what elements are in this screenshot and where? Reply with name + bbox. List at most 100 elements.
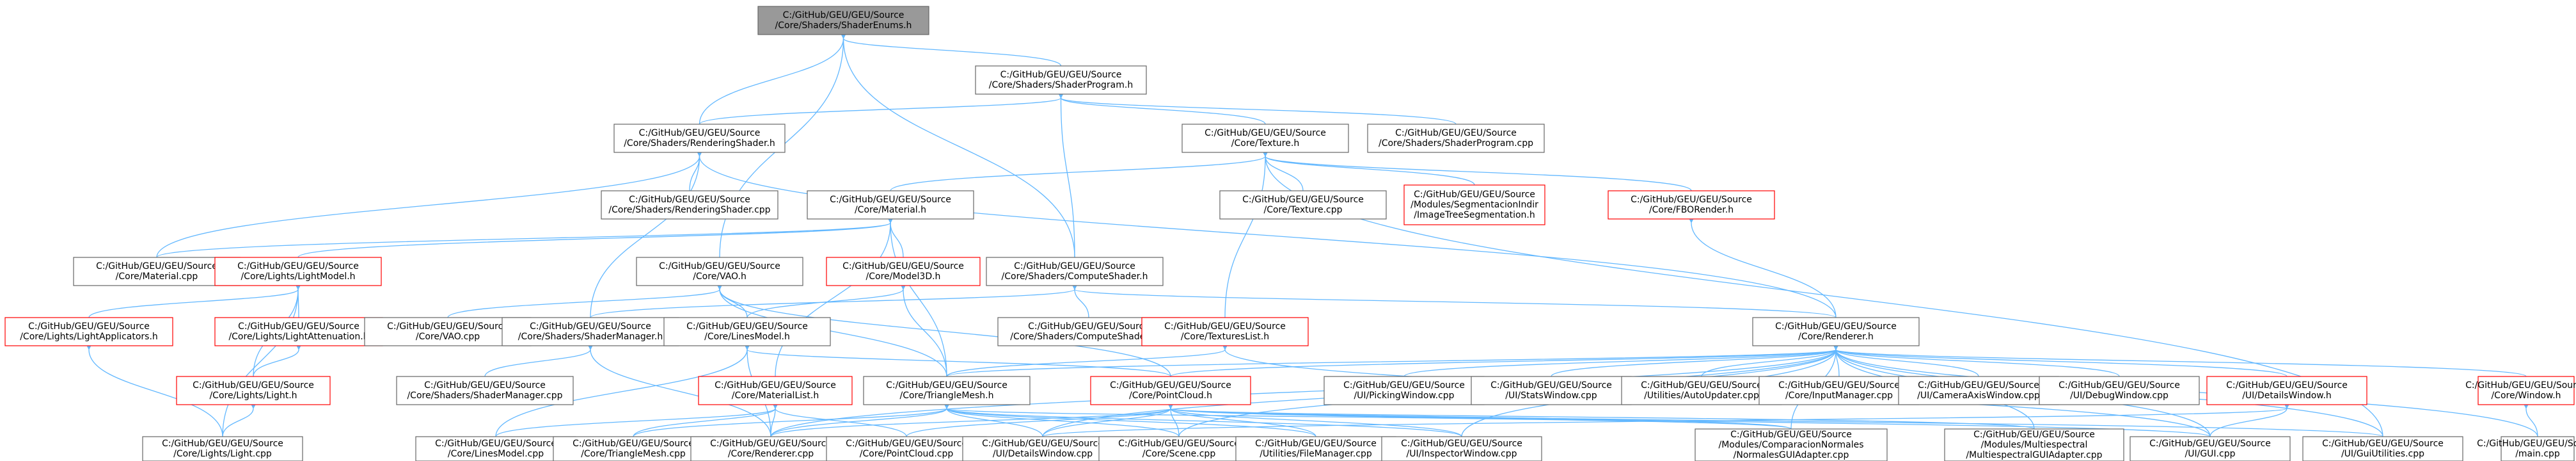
node-lightattenuation[interactable]: C:/GitHub/GEU/GEU/Source/Core/Lights/Lig… [214, 317, 383, 346]
edge-model3d_h-to-trianglemesh_h [900, 284, 947, 377]
node-textureslist_h[interactable]: C:/GitHub/GEU/GEU/Source/Core/TexturesLi… [1141, 317, 1309, 346]
node-label-line1: C:/GitHub/GEU/GEU/Source [1775, 321, 1897, 332]
edge-linesmodel_h-to-pointcloud_h [744, 344, 1171, 377]
node-label-line2: /Core/Lights/LightModel.h [241, 271, 355, 282]
node-detailswindow_h[interactable]: C:/GitHub/GEU/GEU/Source/UI/DetailsWindo… [2206, 376, 2367, 405]
node-vao_h[interactable]: C:/GitHub/GEU/GEU/Source/Core/VAO.h [636, 257, 803, 286]
node-guiutilities_cpp[interactable]: C:/GitHub/GEU/GEU/Source/UI/GuiUtilities… [2302, 436, 2463, 461]
node-label-line1: C:/GitHub/GEU/GEU/Source [846, 439, 967, 449]
node-box [2039, 376, 2200, 405]
node-box [2302, 436, 2463, 461]
node-multiespectral[interactable]: C:/GitHub/GEU/GEU/Source/Modules/Multies… [1944, 428, 2124, 461]
node-pickingwindow[interactable]: C:/GitHub/GEU/GEU/Source/UI/PickingWindo… [1324, 376, 1485, 405]
node-box [1608, 190, 1775, 220]
node-material_h[interactable]: C:/GitHub/GEU/GEU/Source/Core/Material.h [807, 190, 974, 220]
node-model3d_h[interactable]: C:/GitHub/GEU/GEU/Source/Core/Model3D.h [826, 257, 981, 286]
node-shadermanager_h[interactable]: C:/GitHub/GEU/GEU/Source/Core/Shaders/Sh… [502, 317, 679, 346]
edge-computeshader_h-to-computeshader_cpp [1071, 284, 1089, 318]
node-lightapplicators[interactable]: C:/GitHub/GEU/GEU/Source/Core/Lights/Lig… [4, 317, 173, 346]
edge-shaderenums-to-computeshader_h [840, 33, 1075, 258]
node-label-line2: /Core/Lights/LightApplicators.h [20, 332, 158, 342]
node-renderer_cpp[interactable]: C:/GitHub/GEU/GEU/Source/Core/Renderer.c… [690, 436, 851, 461]
edge-pointcloud_h-to-inspectorwindow_cpp [1167, 403, 1462, 437]
node-comparacion[interactable]: C:/GitHub/GEU/GEU/Source/Modules/Compara… [1695, 428, 1888, 461]
node-shaderenums[interactable]: C:/GitHub/GEU/GEU/Source/Core/Shaders/Sh… [757, 6, 929, 35]
node-shadermanager_cpp[interactable]: C:/GitHub/GEU/GEU/Source/Core/Shaders/Sh… [396, 376, 574, 405]
node-light_h[interactable]: C:/GitHub/GEU/GEU/Source/Core/Lights/Lig… [176, 376, 331, 405]
node-box [1471, 376, 1632, 405]
node-renderingshader_h[interactable]: C:/GitHub/GEU/GEU/Source/Core/Shaders/Re… [613, 124, 786, 153]
node-box [214, 257, 382, 286]
edge-detailswindow_h-to-gui_cpp [2209, 403, 2290, 437]
node-inspectorwindow_cpp[interactable]: C:/GitHub/GEU/GEU/Source/UI/InspectorWin… [1381, 436, 1542, 461]
node-renderingshader_cpp[interactable]: C:/GitHub/GEU/GEU/Source/Core/Shaders/Re… [601, 190, 778, 220]
edge-pointcloud_h-to-detailswindow_cpp [1042, 403, 1174, 437]
node-filemanager_cpp[interactable]: C:/GitHub/GEU/GEU/Source/Utilities/FileM… [1235, 436, 1396, 461]
node-shaderprogram_cpp[interactable]: C:/GitHub/GEU/GEU/Source/Core/Shaders/Sh… [1367, 124, 1545, 153]
edge-shaderprogram_h-to-texture_h [1057, 92, 1266, 125]
node-computeshader_h[interactable]: C:/GitHub/GEU/GEU/Source/Core/Shaders/Co… [986, 257, 1164, 286]
node-texture_h[interactable]: C:/GitHub/GEU/GEU/Source/Core/Texture.h [1181, 124, 1349, 153]
node-label-line1: C:/GitHub/GEU/GEU/Source [2058, 380, 2180, 391]
edge-renderer_h-to-cameraaxiswindow [1833, 344, 1979, 377]
node-label-line2: /Core/Shaders/ShaderManager.h [518, 332, 663, 342]
node-renderer_h[interactable]: C:/GitHub/GEU/GEU/Source/Core/Renderer.h [1752, 317, 1920, 346]
node-scene_cpp[interactable]: C:/GitHub/GEU/GEU/Source/Core/Scene.cpp [1098, 436, 1260, 461]
node-label-line1: C:/GitHub/GEU/GEU/Source [424, 380, 546, 391]
node-box [415, 436, 576, 461]
node-light_cpp[interactable]: C:/GitHub/GEU/GEU/Source/Core/Lights/Lig… [142, 436, 303, 461]
node-gui_cpp[interactable]: C:/GitHub/GEU/GEU/Source/UI/GUI.cpp [2130, 436, 2291, 461]
node-label-line1: C:/GitHub/GEU/GEU/Source [162, 439, 283, 449]
node-material_cpp[interactable]: C:/GitHub/GEU/GEU/Source/Core/Material.c… [73, 257, 241, 286]
node-label-line1: C:/GitHub/GEU/GEU/Source [1973, 430, 2095, 440]
node-trianglemesh_cpp[interactable]: C:/GitHub/GEU/GEU/Source/Core/TriangleMe… [553, 436, 714, 461]
node-label-line2: /Core/Material.cpp [116, 271, 198, 282]
node-label-line2: /Core/LinesModel.h [704, 332, 790, 342]
edge-linesmodel_h-to-linesmodel_cpp [495, 344, 750, 437]
node-box [757, 6, 929, 35]
node-label-line1: C:/GitHub/GEU/GEU/Source [659, 261, 780, 271]
node-pointcloud_cpp[interactable]: C:/GitHub/GEU/GEU/Source/Core/PointCloud… [826, 436, 987, 461]
edge-trianglemesh_h-to-inspectorwindow_cpp [944, 403, 1462, 437]
node-box [142, 436, 303, 461]
node-label-line1: C:/GitHub/GEU/GEU/Source [1631, 195, 1752, 205]
edge-pointcloud_h-to-renderer_cpp [770, 403, 1174, 437]
node-inputmanager[interactable]: C:/GitHub/GEU/GEU/Source/Core/InputManag… [1758, 376, 1920, 405]
node-main_cpp[interactable]: C:/GitHub/GEU/GEU/Source/main.cpp [2477, 436, 2576, 461]
node-label-line2: /Core/Renderer.cpp [728, 449, 814, 459]
node-shaderprogram_h[interactable]: C:/GitHub/GEU/GEU/Source/Core/Shaders/Sh… [975, 65, 1147, 95]
node-pointcloud_h[interactable]: C:/GitHub/GEU/GEU/Source/Core/PointCloud… [1090, 376, 1251, 405]
node-autoupdater[interactable]: C:/GitHub/GEU/GEU/Source/Utilities/AutoU… [1621, 376, 1782, 405]
node-linesmodel_h[interactable]: C:/GitHub/GEU/GEU/Source/Core/LinesModel… [663, 317, 831, 346]
node-cameraaxiswindow[interactable]: C:/GitHub/GEU/GEU/Source/UI/CameraAxisWi… [1898, 376, 2059, 405]
node-label-line1: C:/GitHub/GEU/GEU/Source [237, 261, 359, 271]
node-label-line1: C:/GitHub/GEU/GEU/Source [982, 439, 1103, 449]
node-label-line2: /Core/LinesModel.cpp [448, 449, 544, 459]
node-detailswindow_cpp[interactable]: C:/GitHub/GEU/GEU/Source/UI/DetailsWindo… [962, 436, 1123, 461]
edge-material_h-to-materiallist_h [775, 217, 894, 377]
edge-trianglemesh_h-to-trianglemesh_cpp [633, 403, 950, 437]
node-segmentacion[interactable]: C:/GitHub/GEU/GEU/Source/Modules/Segment… [1403, 184, 1545, 225]
edge-texture_h-to-fborender [1262, 150, 1692, 191]
node-box [1944, 428, 2124, 461]
node-label-line2: /UI/GuiUtilities.cpp [2341, 449, 2424, 459]
node-window_h[interactable]: C:/GitHub/GEU/GEU/Source/Core/Window.h [2465, 376, 2576, 405]
node-texture_cpp[interactable]: C:/GitHub/GEU/GEU/Source/Core/Texture.cp… [1219, 190, 1387, 220]
node-label-line2: /Core/Shaders/ShaderProgram.h [989, 80, 1133, 90]
node-trianglemesh_h[interactable]: C:/GitHub/GEU/GEU/Source/Core/TriangleMe… [863, 376, 1031, 405]
node-box [1367, 124, 1545, 153]
node-linesmodel_cpp[interactable]: C:/GitHub/GEU/GEU/Source/Core/LinesModel… [415, 436, 576, 461]
node-statswindow[interactable]: C:/GitHub/GEU/GEU/Source/UI/StatsWindow.… [1471, 376, 1632, 405]
node-box [176, 376, 331, 405]
node-lightmodel_h[interactable]: C:/GitHub/GEU/GEU/Source/Core/Lights/Lig… [214, 257, 382, 286]
edge-shaderprogram_h-to-computeshader_h [1057, 92, 1075, 258]
node-label-line1: C:/GitHub/GEU/GEU/Source [2226, 380, 2348, 391]
edge-renderer_h-to-pickingwindow [1403, 344, 1839, 377]
node-label-line1: C:/GitHub/GEU/GEU/Source [1118, 439, 1240, 449]
edge-lightmodel_h-to-lightapplicators [88, 284, 301, 318]
node-materiallist_h[interactable]: C:/GitHub/GEU/GEU/Source/Core/MaterialLi… [698, 376, 853, 405]
node-debugwindow[interactable]: C:/GitHub/GEU/GEU/Source/UI/DebugWindow.… [2039, 376, 2200, 405]
node-fborender[interactable]: C:/GitHub/GEU/GEU/Source/Core/FBORender.… [1608, 190, 1775, 220]
edge-pointcloud_h-to-scene_cpp [1167, 403, 1180, 437]
edge-materiallist_h-to-trianglemesh_cpp [633, 403, 778, 437]
